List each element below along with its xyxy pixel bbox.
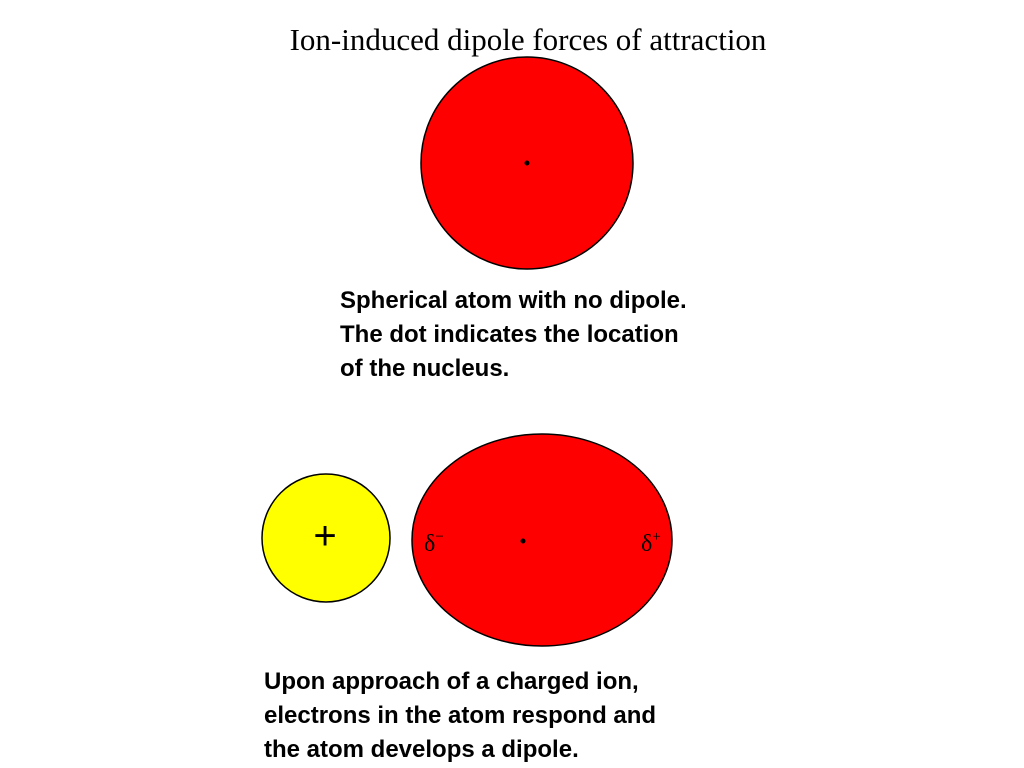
caption-induced-dipole: Upon approach of a charged ion, electron… <box>264 665 656 767</box>
delta-minus-sup: − <box>435 529 443 545</box>
delta-minus-label: δ− <box>424 529 444 557</box>
plus-symbol: + <box>313 514 336 558</box>
caption-spherical-atom: Spherical atom with no dipole. The dot i… <box>340 284 687 386</box>
delta-plus-symbol: δ <box>641 531 652 557</box>
caption-line: of the nucleus. <box>340 355 510 382</box>
caption-line: Spherical atom with no dipole. <box>340 287 687 314</box>
caption-line: electrons in the atom respond and <box>264 702 657 729</box>
caption-line: the atom develops a dipole. <box>264 736 579 763</box>
caption-line: Upon approach of a charged ion, <box>264 668 639 695</box>
slide-title: Ion-induced dipole forces of attraction <box>289 22 767 57</box>
polarized-atom <box>411 433 673 647</box>
caption-line: The dot indicates the location <box>340 321 679 348</box>
positive-ion <box>261 473 391 603</box>
delta-plus-label: δ+ <box>641 529 661 557</box>
nucleus-dot-bottom <box>520 538 526 544</box>
nucleus-dot-top <box>524 160 530 166</box>
delta-minus-symbol: δ <box>424 531 435 557</box>
delta-plus-sup: + <box>652 529 660 545</box>
